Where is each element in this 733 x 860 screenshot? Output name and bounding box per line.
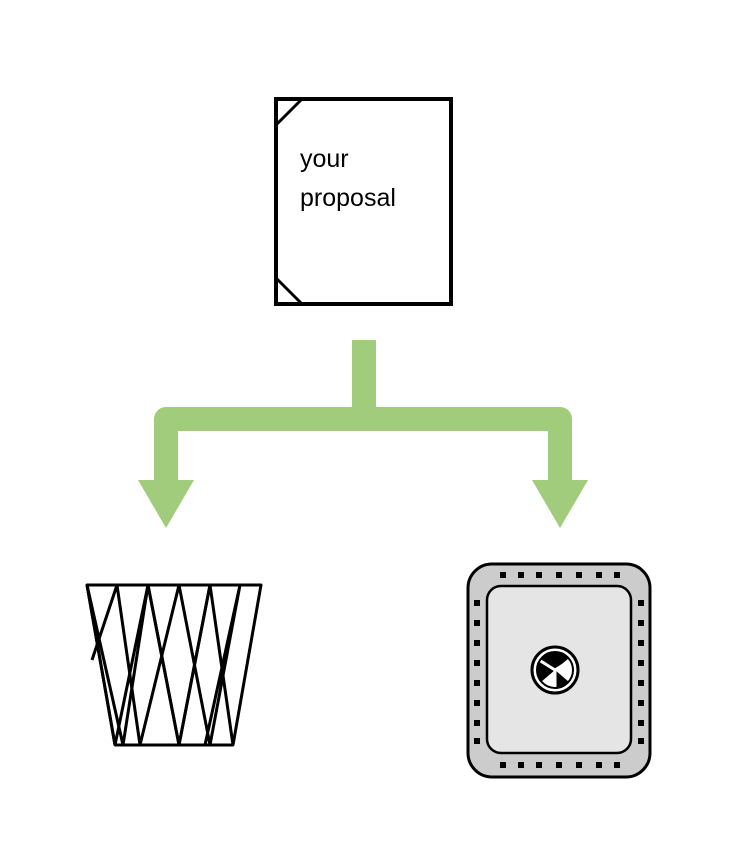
arrow-left-shaft <box>154 418 178 484</box>
document-icon: your proposal <box>274 97 453 306</box>
safe-icon <box>466 562 652 779</box>
safe-rivets <box>474 572 644 768</box>
arrow-right-head <box>532 480 588 528</box>
document-label-line2: proposal <box>300 184 396 212</box>
arrow-stem <box>352 340 376 420</box>
branch-arrows <box>138 340 588 528</box>
arrow-right-shaft <box>548 418 572 484</box>
arrow-crossbar <box>154 407 572 431</box>
document-label-line1: your <box>300 145 349 173</box>
safe-dial <box>530 645 580 695</box>
wastebasket-icon <box>85 583 263 747</box>
arrow-left-head <box>138 480 194 528</box>
